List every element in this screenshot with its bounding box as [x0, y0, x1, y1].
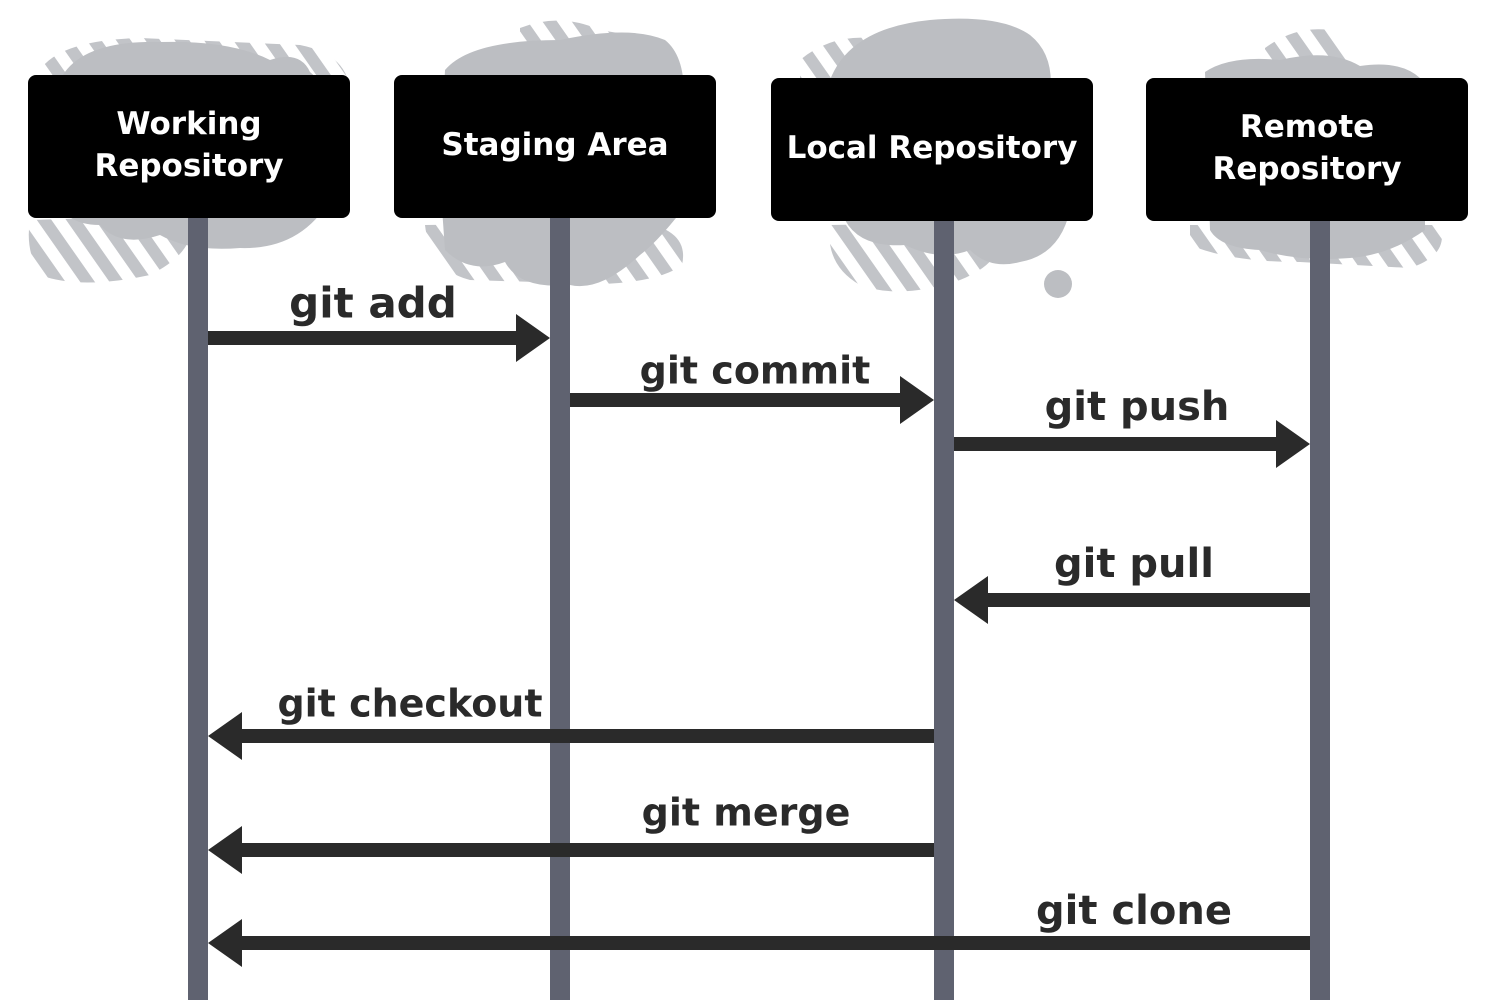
lane-title-line: Remote [1240, 109, 1374, 145]
lifeline-working [188, 216, 208, 1000]
label-git-commit: git commit [640, 349, 871, 393]
label-git-clone: git clone [1036, 888, 1232, 934]
lifeline-local [934, 216, 954, 1000]
lane-header-box [394, 75, 716, 218]
label-git-add: git add [289, 279, 457, 328]
lane-title-line: Local Repository [787, 130, 1078, 166]
lane-title-line: Repository [1212, 151, 1401, 187]
label-git-pull: git pull [1054, 541, 1214, 587]
command-labels: git add git commit git push git pull git che… [277, 279, 1231, 935]
arrow-git-pull [954, 576, 1310, 624]
arrow-git-push [954, 420, 1310, 468]
lane-title-line: Staging Area [441, 127, 668, 163]
lane-header-local: Local Repository [771, 78, 1093, 221]
lifelines [188, 216, 1330, 1000]
arrow-git-clone [208, 919, 1310, 967]
arrow-git-merge [208, 826, 934, 874]
lane-title-line: Working [116, 106, 261, 142]
arrow-git-checkout [208, 712, 934, 760]
cloud-dot [1044, 270, 1072, 298]
lifeline-staging [550, 216, 570, 1000]
lane-header-box [28, 75, 350, 218]
lane-header-staging: Staging Area [394, 75, 716, 218]
lifeline-remote [1310, 216, 1330, 1000]
label-git-push: git push [1045, 384, 1230, 430]
lane-header-box [1146, 78, 1468, 221]
label-git-merge: git merge [642, 791, 851, 835]
lane-title-line: Repository [94, 148, 283, 184]
label-git-checkout: git checkout [277, 682, 542, 726]
arrow-git-add [208, 314, 550, 362]
lane-header-box [771, 78, 1093, 221]
command-arrows [208, 314, 1310, 967]
arrow-git-commit [570, 376, 934, 424]
